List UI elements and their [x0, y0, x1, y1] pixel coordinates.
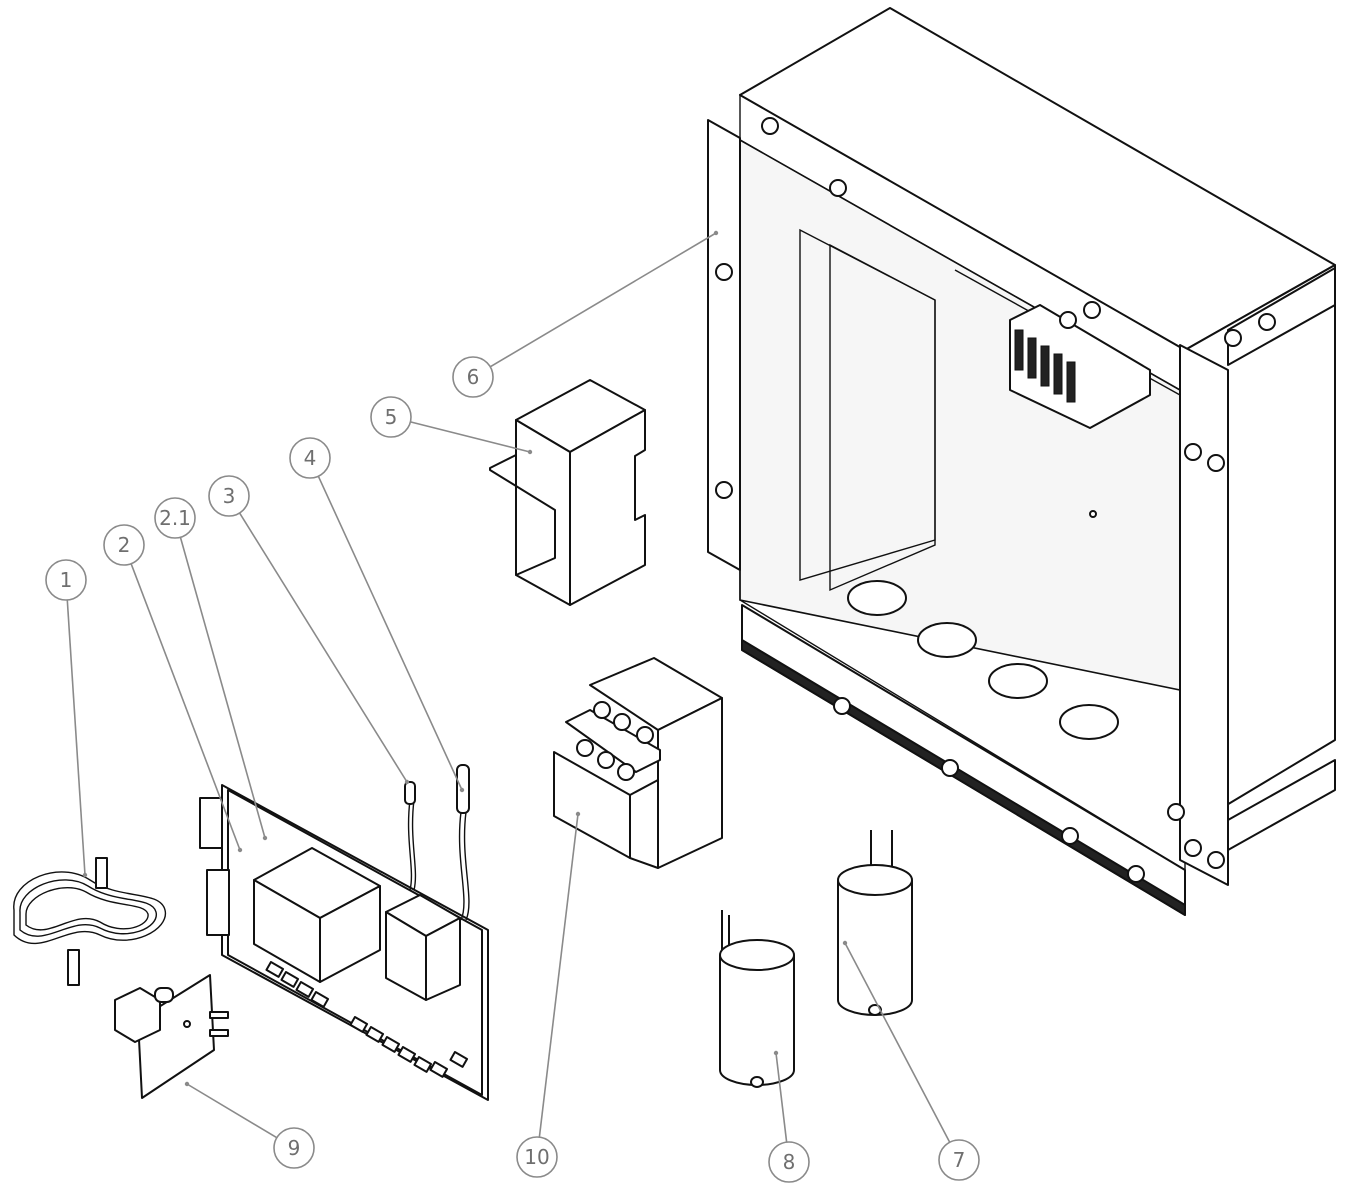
leader-line — [186, 1083, 278, 1139]
callout-6: 6 — [452, 230, 719, 398]
callout-balloon — [938, 1139, 980, 1181]
callout-7: 7 — [842, 940, 980, 1181]
callout-3: 3 — [208, 475, 410, 785]
callout-8: 8 — [768, 1050, 810, 1183]
din-rail-module — [489, 379, 646, 606]
callout-number: 3 — [223, 484, 236, 508]
callout-2: 2 — [103, 524, 243, 853]
callout-balloon — [154, 497, 196, 539]
callout-2-1: 2.1 — [154, 497, 268, 841]
heatsink-fins — [799, 228, 936, 592]
leader-line — [238, 512, 408, 783]
callout-1: 1 — [45, 559, 88, 878]
auxiliary-board — [114, 974, 229, 1099]
callout-5: 5 — [370, 396, 533, 455]
callout-balloon — [103, 524, 145, 566]
temperature-sensor-small — [404, 781, 417, 891]
callout-number: 2.1 — [159, 506, 191, 530]
leader-dot — [82, 872, 88, 878]
callout-number: 7 — [953, 1148, 966, 1172]
leader-line — [538, 813, 579, 1138]
callout-balloon — [208, 475, 250, 517]
callout-10: 10 — [516, 811, 581, 1178]
callout-number: 8 — [783, 1150, 796, 1174]
screw-holes — [715, 117, 1276, 883]
leader-dot — [713, 230, 719, 236]
leader-line — [410, 421, 531, 453]
leader-dot — [527, 449, 533, 455]
callout-balloon — [516, 1136, 558, 1178]
leader-dot — [773, 1050, 779, 1056]
leader-line — [775, 1052, 788, 1143]
heating-coil — [13, 857, 166, 986]
leader-line — [179, 537, 266, 839]
leader-line — [66, 599, 86, 876]
leader-dot — [262, 835, 268, 841]
callout-9: 9 — [184, 1081, 315, 1169]
leader-line — [317, 475, 463, 791]
callout-balloon — [370, 396, 412, 438]
callout-number: 5 — [385, 405, 398, 429]
leader-line — [844, 942, 951, 1143]
leader-dot — [237, 847, 243, 853]
capacitor-large — [837, 830, 913, 1016]
leader-dot — [184, 1081, 190, 1087]
leader-line — [130, 563, 241, 851]
callout-number: 6 — [467, 365, 480, 389]
terminal-block — [1009, 304, 1151, 429]
callout-layer: 1 2 2.1 3 4 5 6 7 8 9 10 — [45, 230, 980, 1183]
callout-balloon — [45, 559, 87, 601]
circuit-board — [199, 784, 489, 1101]
callout-balloon — [768, 1141, 810, 1183]
leader-line — [489, 232, 717, 368]
leader-dot — [575, 811, 581, 817]
callout-number: 4 — [304, 446, 317, 470]
callout-balloon — [273, 1127, 315, 1169]
contactor — [553, 657, 723, 869]
callout-number: 10 — [524, 1145, 549, 1169]
callout-balloon — [289, 437, 331, 479]
callout-number: 9 — [288, 1136, 301, 1160]
callout-number: 2 — [118, 533, 131, 557]
leader-dot — [404, 779, 410, 785]
capacitor-small — [719, 910, 795, 1088]
leader-dot — [842, 940, 848, 946]
callout-number: 1 — [60, 568, 73, 592]
callout-balloon — [452, 356, 494, 398]
enclosure-box — [707, 7, 1336, 916]
callout-4: 4 — [289, 437, 465, 793]
leader-dot — [459, 787, 465, 793]
